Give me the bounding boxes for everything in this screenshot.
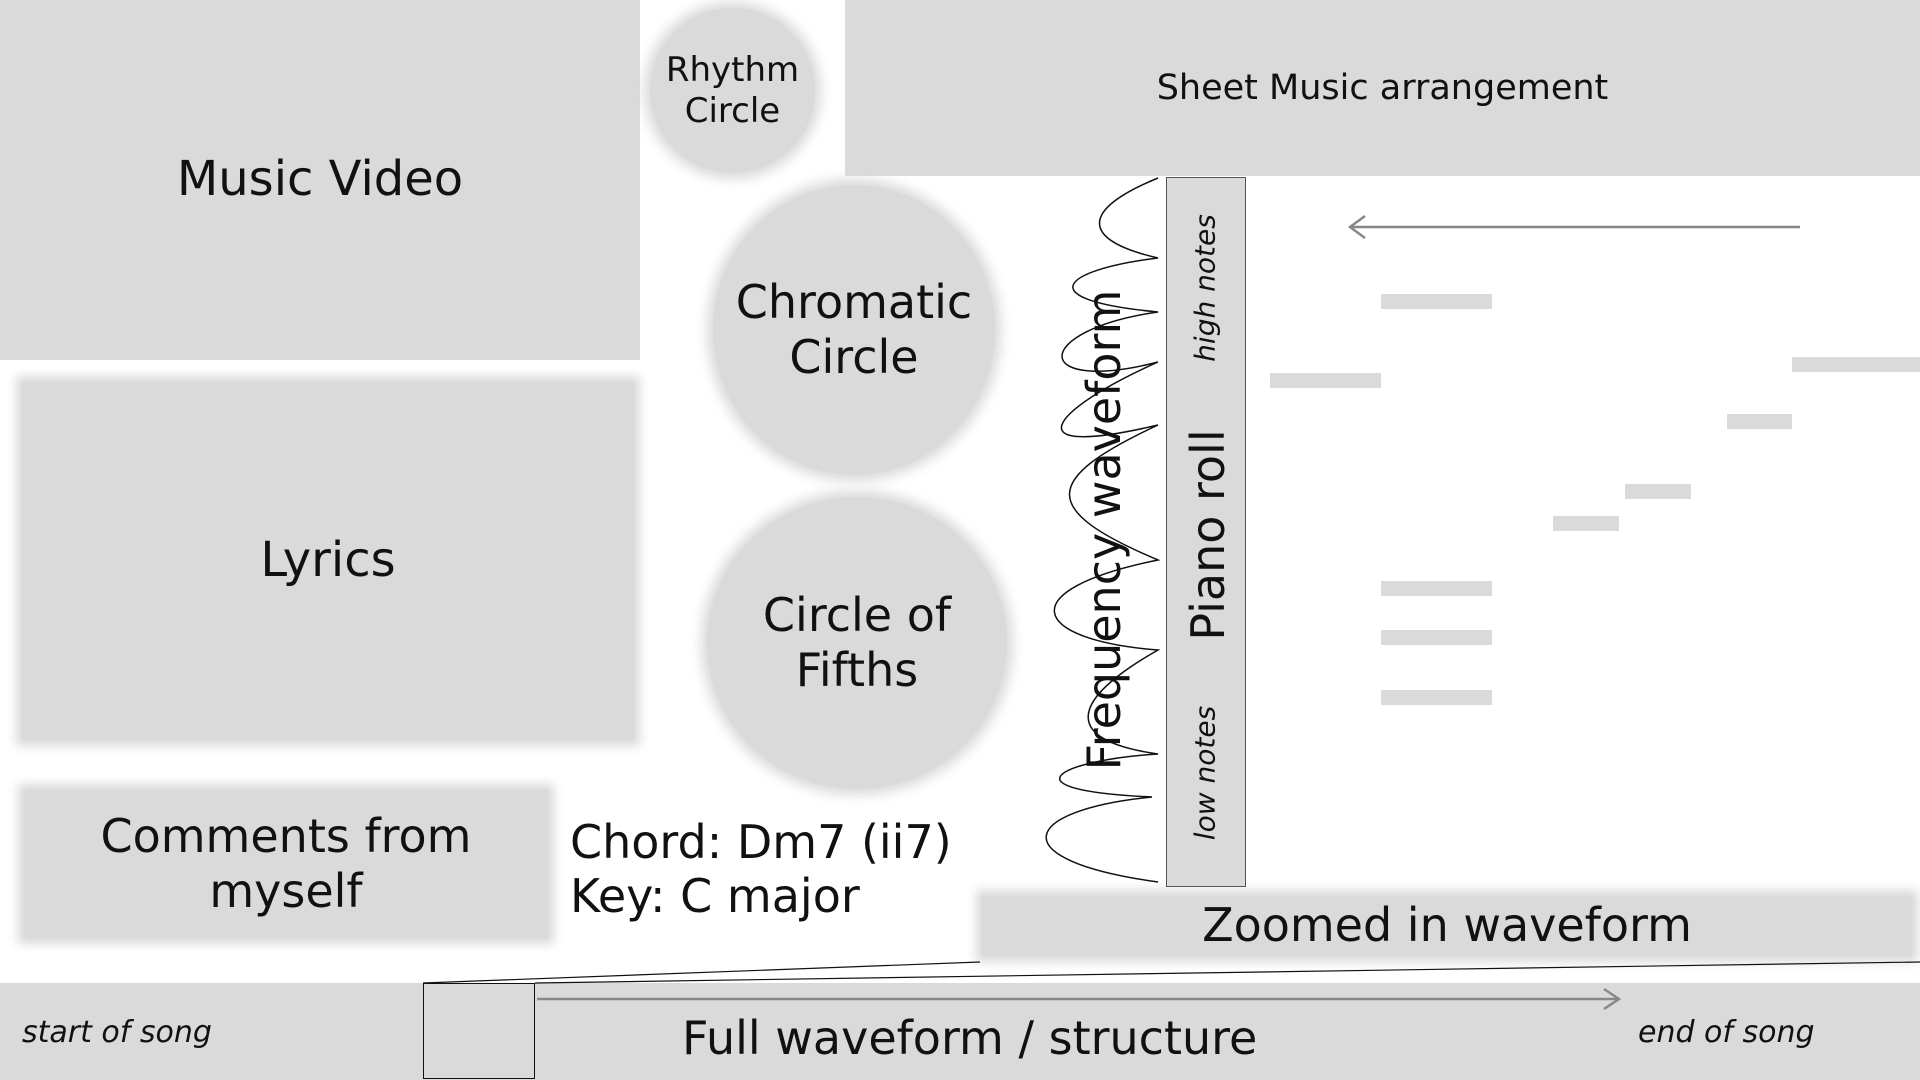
note-block bbox=[1381, 581, 1492, 596]
note-block bbox=[1553, 516, 1619, 531]
lyrics-label: Lyrics bbox=[260, 532, 396, 589]
end-of-song-label: end of song bbox=[1638, 1015, 1815, 1050]
circle-of-fifths[interactable]: Circle of Fifths bbox=[707, 497, 1007, 789]
zoomed-waveform-label: Zoomed in waveform bbox=[1202, 898, 1692, 953]
sheet-music-label: Sheet Music arrangement bbox=[1156, 68, 1609, 108]
note-block bbox=[1381, 294, 1492, 309]
key-label: Key: C major bbox=[570, 869, 860, 923]
music-video-panel[interactable]: Music Video bbox=[0, 0, 640, 360]
waveform-selection-window[interactable] bbox=[423, 983, 535, 1079]
chord-label: Chord: Dm7 (ii7) bbox=[570, 815, 952, 869]
note-block bbox=[1381, 690, 1492, 705]
note-block bbox=[1625, 484, 1691, 499]
music-video-label: Music Video bbox=[176, 151, 464, 208]
note-block bbox=[1727, 414, 1792, 429]
scroll-direction-arrow bbox=[1347, 214, 1800, 240]
frequency-waveform-curve bbox=[1045, 177, 1161, 883]
circle-of-fifths-label: Circle of Fifths bbox=[762, 587, 952, 697]
comments-panel[interactable]: Comments from myself bbox=[24, 790, 548, 938]
full-waveform-label: Full waveform / structure bbox=[682, 1011, 1258, 1065]
zoomed-waveform-panel[interactable]: Zoomed in waveform bbox=[982, 896, 1912, 956]
note-block bbox=[1381, 630, 1492, 645]
sheet-music-panel[interactable]: Sheet Music arrangement bbox=[845, 0, 1920, 176]
comments-label: Comments from myself bbox=[100, 808, 472, 918]
note-block bbox=[1792, 357, 1920, 372]
chromatic-circle[interactable]: Chromatic Circle bbox=[713, 185, 995, 475]
zoom-connector-lines bbox=[422, 961, 1920, 984]
rhythm-circle-label: Rhythm Circle bbox=[665, 49, 800, 131]
piano-roll-strip[interactable] bbox=[1166, 177, 1246, 887]
lyrics-panel[interactable]: Lyrics bbox=[22, 382, 634, 740]
piano-roll-notes bbox=[1270, 294, 1920, 705]
rhythm-circle[interactable]: Rhythm Circle bbox=[650, 8, 815, 173]
note-block bbox=[1270, 373, 1381, 388]
start-of-song-label: start of song bbox=[22, 1015, 212, 1050]
chromatic-circle-label: Chromatic Circle bbox=[735, 274, 973, 384]
chord-info: Chord: Dm7 (ii7) Key: C major bbox=[570, 815, 952, 923]
playback-direction-arrow bbox=[537, 987, 1622, 1011]
